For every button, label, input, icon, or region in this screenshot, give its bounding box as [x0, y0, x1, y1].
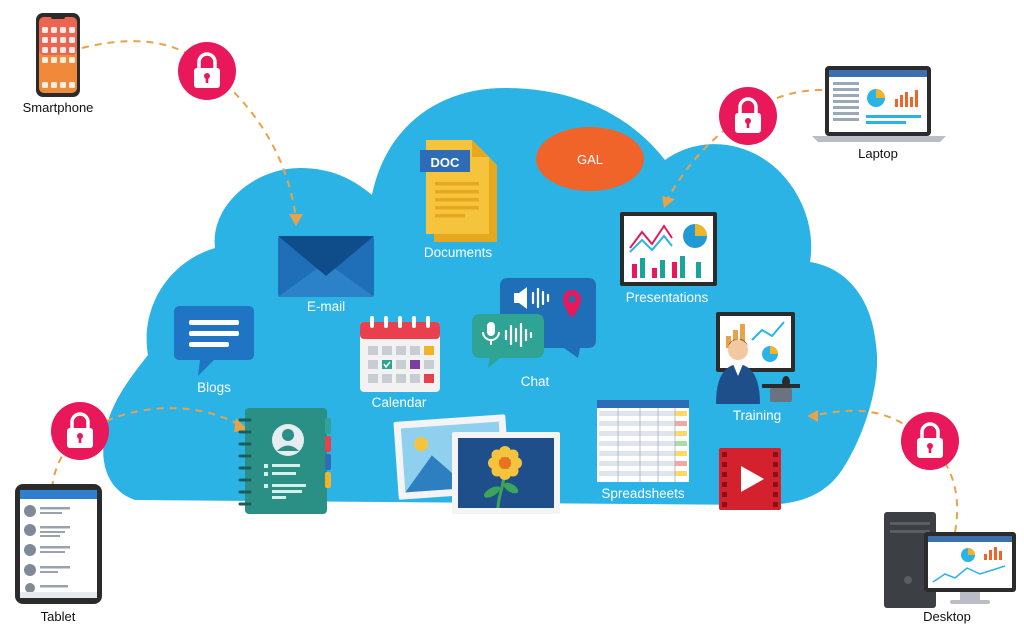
arrowhead-email	[289, 214, 303, 226]
smartphone-icon	[36, 13, 80, 97]
connector-arrowheads	[234, 196, 818, 432]
arrowhead-presentations	[662, 196, 675, 208]
chat-label: Chat	[520, 374, 550, 389]
laptop-label: Laptop	[858, 146, 898, 161]
documents-label: Documents	[423, 245, 493, 260]
chat-bubbles-icon	[472, 278, 596, 368]
laptop-icon	[812, 66, 946, 142]
gal-bubble	[536, 127, 644, 191]
spreadsheets-label: Spreadsheets	[601, 486, 685, 501]
desktop-label: Desktop	[923, 609, 971, 624]
training-icon	[716, 312, 800, 404]
gal-label: GAL	[577, 152, 603, 167]
calendar-label: Calendar	[371, 395, 427, 410]
arrowhead-address-book	[234, 418, 248, 432]
doc-badge-label: DOC	[431, 155, 461, 170]
spreadsheet-icon	[597, 400, 689, 482]
desktop-icon	[884, 512, 1016, 608]
blog-bubble-icon	[174, 306, 254, 376]
email-label: E-mail	[306, 299, 346, 314]
presentations-label: Presentations	[625, 290, 709, 305]
address-book-icon	[238, 408, 331, 514]
tablet-label: Tablet	[40, 609, 76, 624]
lock-icon	[719, 87, 777, 145]
lock-icon	[51, 402, 109, 460]
arrowhead-training	[807, 410, 818, 422]
pictures-label: Pictures	[481, 518, 531, 533]
pictures-icon	[393, 414, 560, 514]
envelope-icon	[278, 236, 374, 297]
presentation-board-icon	[620, 212, 717, 286]
blogs-label: Blogs	[197, 380, 231, 395]
video-label: Video	[733, 514, 769, 529]
lock-icon	[901, 412, 959, 470]
smartphone-label: Smartphone	[22, 100, 94, 115]
video-icon	[719, 448, 781, 510]
training-label: Training	[732, 408, 782, 423]
calendar-icon	[360, 316, 440, 392]
lock-icon	[178, 42, 236, 100]
documents-icon	[420, 140, 497, 242]
address-book-label: Address Book	[240, 518, 326, 533]
tablet-icon	[15, 484, 102, 604]
